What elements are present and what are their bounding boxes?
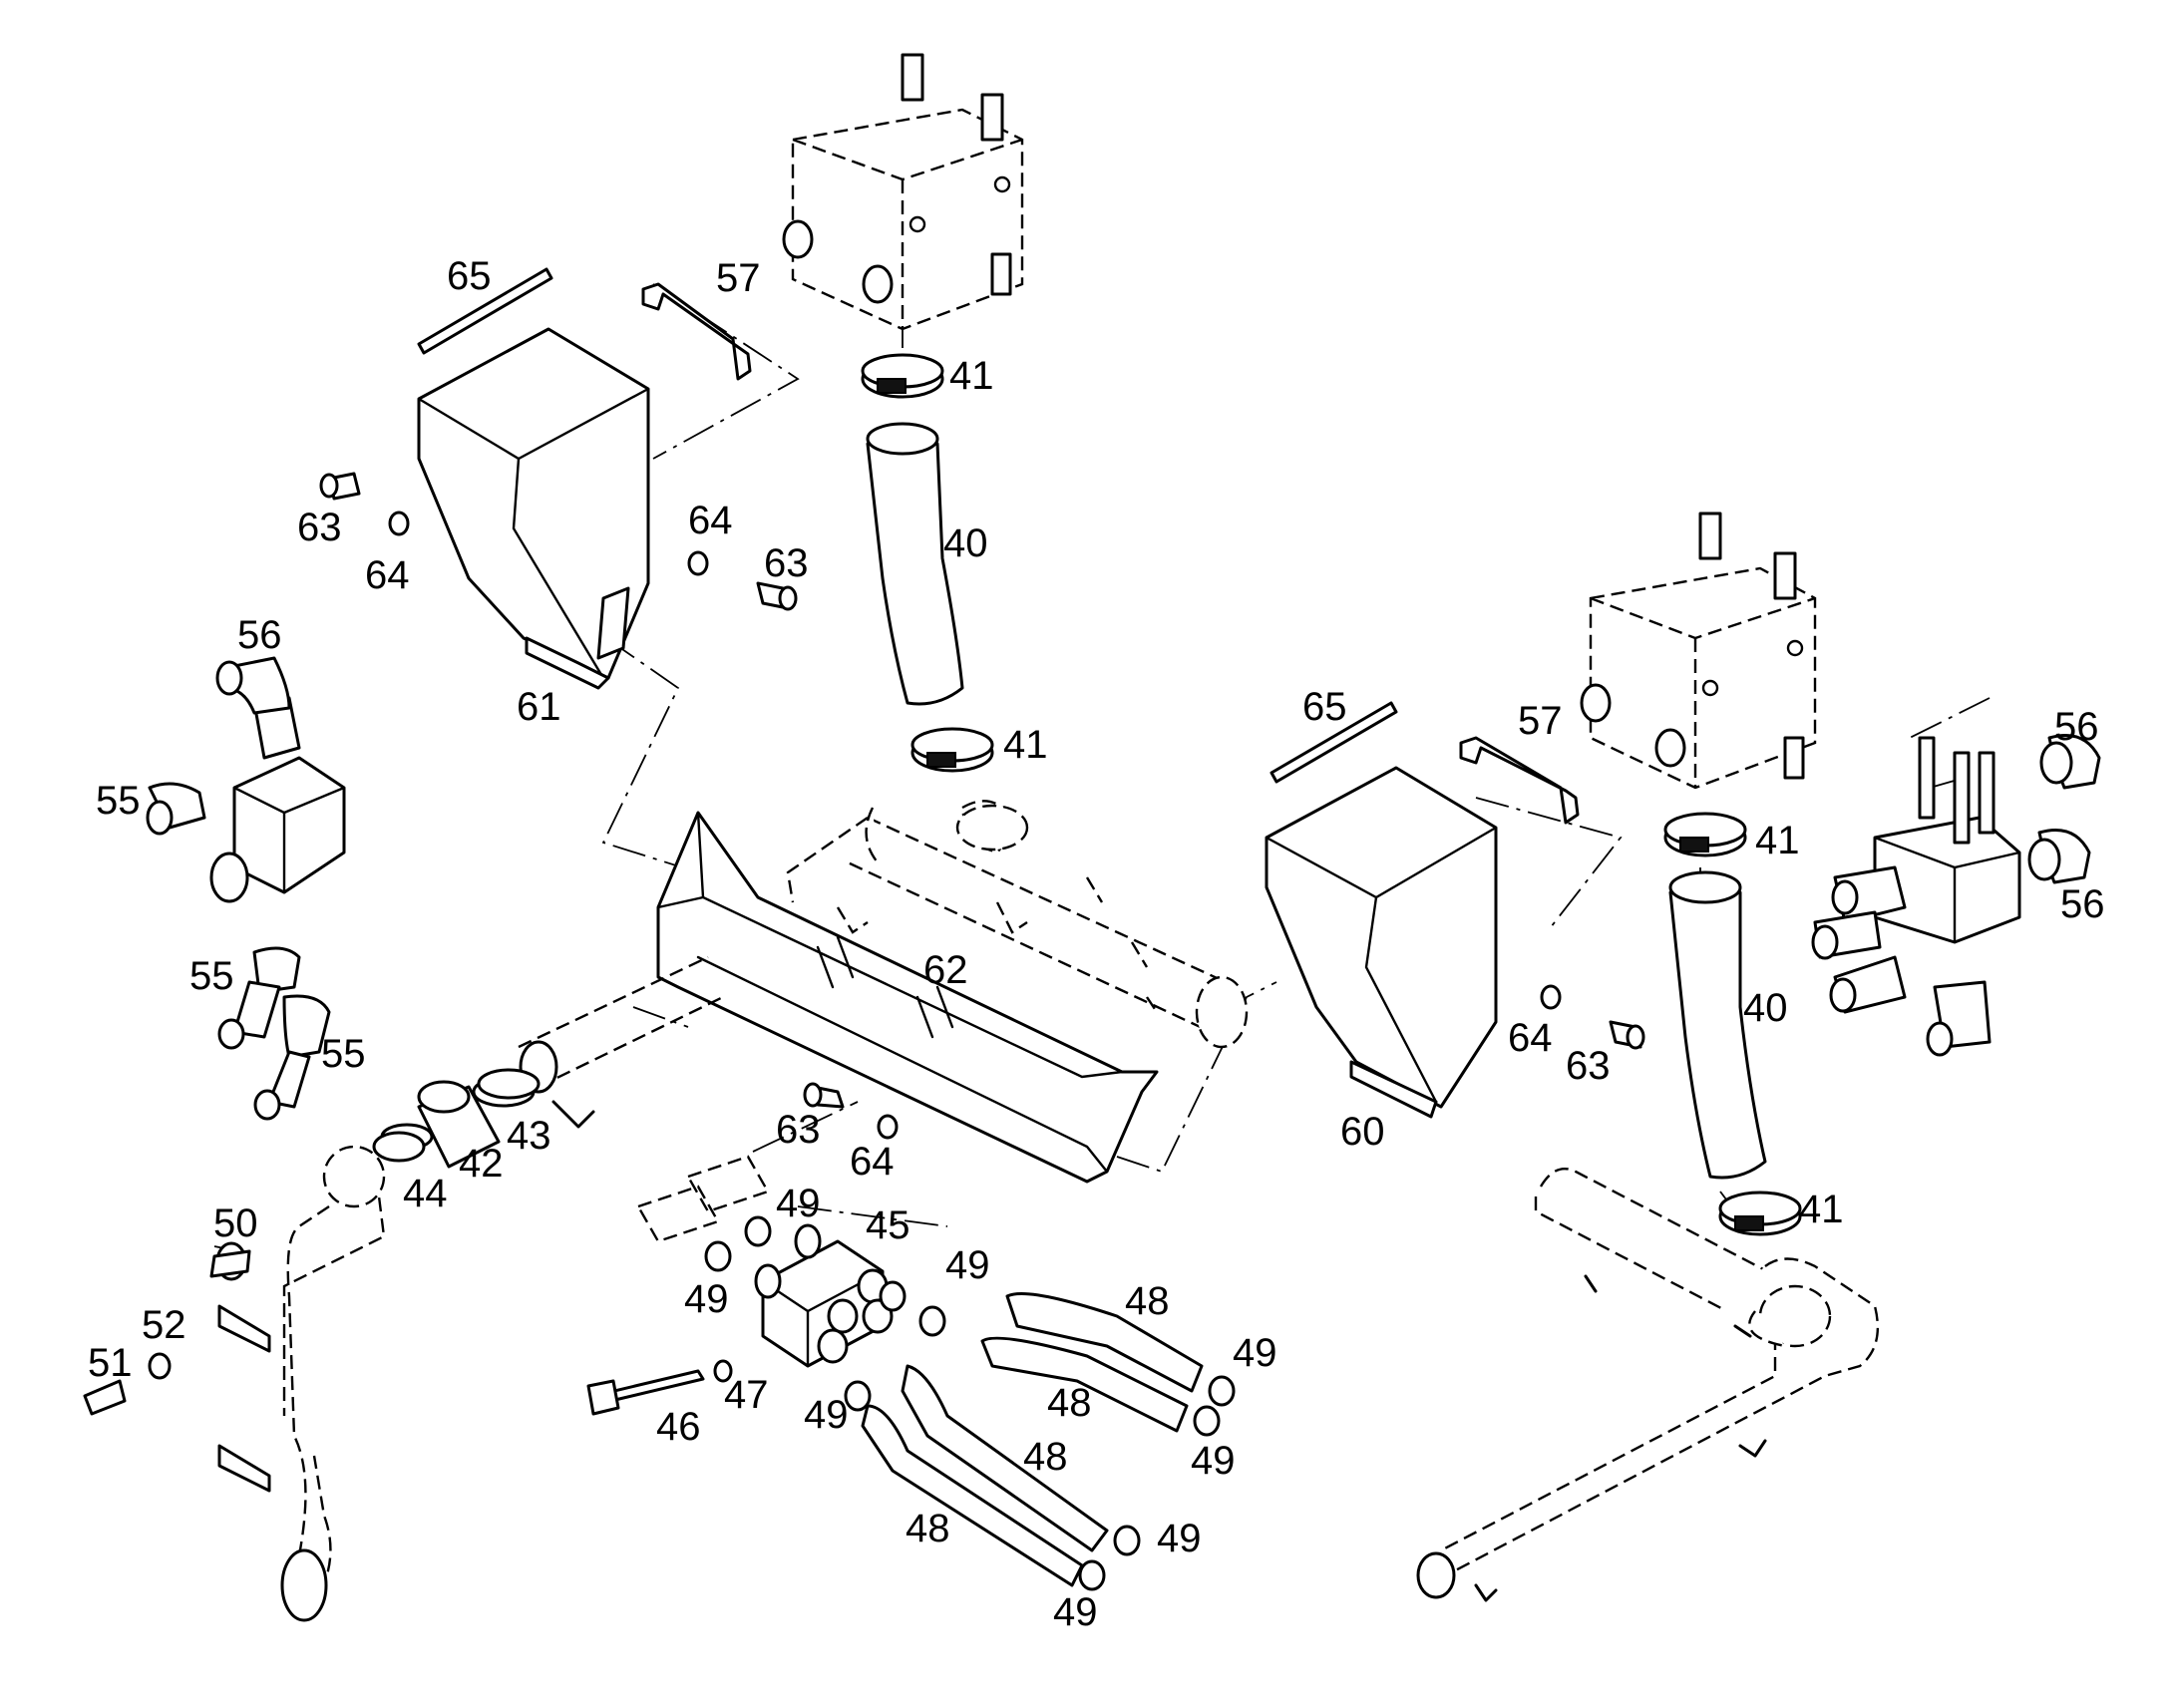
bracket-left <box>641 282 752 381</box>
callout-41: 41 <box>1755 819 1800 862</box>
callout-63: 63 <box>297 506 342 549</box>
callout-41: 41 <box>1003 723 1048 767</box>
callout-46: 46 <box>656 1405 701 1449</box>
callout-50: 50 <box>213 1201 258 1245</box>
callout-42: 42 <box>459 1142 504 1186</box>
hose-40-right <box>1668 880 1767 1180</box>
callout-40: 40 <box>1743 986 1788 1030</box>
callout-labels: 65 57 41 63 64 64 63 40 56 61 41 55 65 5… <box>88 254 2105 1634</box>
callout-64: 64 <box>850 1140 895 1184</box>
washer-52 <box>148 1352 172 1380</box>
callout-49: 49 <box>776 1182 821 1225</box>
callout-56: 56 <box>2054 705 2099 749</box>
callout-64: 64 <box>688 499 733 542</box>
rod-left <box>417 267 553 355</box>
callout-51: 51 <box>88 1341 133 1385</box>
callout-41: 41 <box>1799 1188 1844 1231</box>
callout-52: 52 <box>142 1303 186 1347</box>
rod-right <box>1270 701 1398 784</box>
callout-64: 64 <box>365 553 410 597</box>
callout-48: 48 <box>906 1507 950 1550</box>
callout-48: 48 <box>1023 1435 1068 1479</box>
callout-62: 62 <box>923 948 968 992</box>
callout-56: 56 <box>237 613 282 657</box>
callout-44: 44 <box>403 1172 448 1215</box>
callout-49: 49 <box>1191 1439 1236 1483</box>
shield-60 <box>1265 766 1498 1119</box>
callout-49: 49 <box>804 1393 849 1437</box>
distributor-45 <box>586 1155 1236 1591</box>
pipe-lower-left <box>217 955 724 1622</box>
callout-56: 56 <box>2060 882 2105 926</box>
callout-64: 64 <box>1508 1016 1553 1060</box>
callout-55: 55 <box>321 1032 366 1076</box>
valve-block-left <box>146 656 346 1121</box>
clamps-41 <box>861 353 1802 1236</box>
callout-40: 40 <box>943 521 988 565</box>
shield-61 <box>417 327 650 690</box>
callout-49: 49 <box>1053 1590 1098 1634</box>
callout-63: 63 <box>776 1108 821 1152</box>
callout-60: 60 <box>1340 1110 1385 1154</box>
callout-65: 65 <box>1302 685 1347 729</box>
fasteners-63-64 <box>319 472 1645 1140</box>
callout-65: 65 <box>447 254 492 298</box>
hose-40-left <box>866 432 964 706</box>
spacer-50-body <box>209 1249 251 1278</box>
callout-41: 41 <box>949 354 994 398</box>
coupling-42-44 <box>372 1068 541 1169</box>
reservoir-box-right <box>1580 512 1817 790</box>
callout-43: 43 <box>507 1114 551 1158</box>
callout-47: 47 <box>724 1373 769 1417</box>
manifold-pipe-upper <box>786 800 1249 1049</box>
callout-61: 61 <box>517 685 561 729</box>
callout-49: 49 <box>1157 1517 1202 1560</box>
hose-40-right-end <box>1668 870 1742 904</box>
callout-45: 45 <box>866 1203 910 1247</box>
callout-57: 57 <box>716 256 761 300</box>
bracket-right <box>1459 736 1580 825</box>
callout-63: 63 <box>764 541 809 585</box>
channel-62 <box>656 811 1159 1184</box>
reservoir-box-left <box>782 53 1024 331</box>
callout-49: 49 <box>684 1277 729 1321</box>
pipe-lower-right <box>1416 1167 1879 1602</box>
callout-48: 48 <box>1047 1381 1092 1425</box>
hose-40-left-end <box>866 422 939 456</box>
callout-55: 55 <box>96 779 141 823</box>
bolt-51 <box>83 1379 127 1416</box>
callout-49: 49 <box>945 1243 990 1287</box>
callout-49: 49 <box>1233 1331 1277 1375</box>
callout-48: 48 <box>1125 1279 1170 1323</box>
callout-55: 55 <box>189 954 234 998</box>
callout-63: 63 <box>1566 1044 1611 1088</box>
valve-block-right <box>1811 734 2101 1057</box>
callout-57: 57 <box>1518 699 1563 743</box>
